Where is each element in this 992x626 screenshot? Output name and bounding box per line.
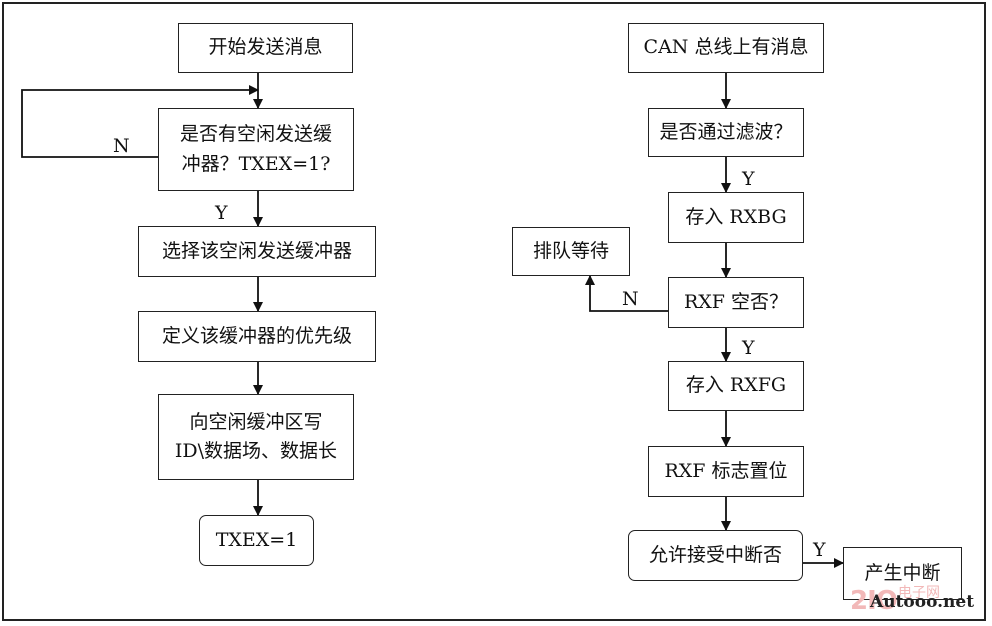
allow-interrupt-box: 允许接受中断否 xyxy=(628,530,803,581)
define-priority-text: 定义该缓冲器的优先级 xyxy=(161,324,352,347)
txex-done-box: TXEX=1 xyxy=(199,515,314,566)
rxf-y-label: Y xyxy=(742,337,755,359)
generate-interrupt-text: 产生中断 xyxy=(864,561,941,584)
write-buffer-box: 向空闲缓冲区写 ID\数据场、数据长 xyxy=(158,394,354,480)
store-rxfg-text: 存入 RXFG xyxy=(685,374,787,397)
rxf-empty-box: RXF 空否？ xyxy=(668,277,804,328)
free-buffer-check-box: 是否有空闲发送缓 冲器？TXEX=1? xyxy=(158,108,354,191)
txex-done-text: TXEX=1 xyxy=(215,528,298,551)
queue-wait-box: 排队等待 xyxy=(512,227,630,276)
define-priority-box: 定义该缓冲器的优先级 xyxy=(138,311,376,362)
store-rxbg-text: 存入 RXBG xyxy=(685,205,787,228)
filter-y-label: Y xyxy=(742,168,755,190)
select-buffer-box: 选择该空闲发送缓冲器 xyxy=(138,226,376,277)
free-buffer-check-text: 是否有空闲发送缓 冲器？TXEX=1? xyxy=(179,123,332,175)
can-message-text: CAN 总线上有消息 xyxy=(643,36,809,59)
rxf-empty-text: RXF 空否？ xyxy=(683,290,789,313)
store-rxfg-box: 存入 RXFG xyxy=(668,361,804,411)
rxf-flag-box: RXF 标志置位 xyxy=(648,446,804,497)
store-rxbg-box: 存入 RXBG xyxy=(668,192,804,243)
write-buffer-text: 向空闲缓冲区写 ID\数据场、数据长 xyxy=(174,410,338,462)
watermark-cn: 电子网 xyxy=(898,585,940,601)
arrow-loop-n xyxy=(21,85,259,158)
arrow-rxf-to-queue xyxy=(585,275,668,312)
start-send-box: 开始发送消息 xyxy=(178,23,353,73)
queue-wait-text: 排队等待 xyxy=(532,239,609,262)
left-y-label: Y xyxy=(215,202,228,224)
rxf-flag-text: RXF 标志置位 xyxy=(664,459,788,482)
filter-check-box: 是否通过滤波？ xyxy=(648,108,804,157)
watermark-site: Autooo.net xyxy=(870,592,975,612)
can-message-box: CAN 总线上有消息 xyxy=(628,23,824,73)
site-watermark: 2IO 电子网 Autooo.net xyxy=(850,584,984,620)
allow-interrupt-text: 允许接受中断否 xyxy=(648,543,782,566)
start-send-text: 开始发送消息 xyxy=(208,36,323,59)
watermark-digits: 2IO xyxy=(850,586,898,616)
select-buffer-text: 选择该空闲发送缓冲器 xyxy=(161,239,352,262)
generate-interrupt-box: 产生中断 xyxy=(843,547,962,600)
left-n-label: N xyxy=(113,135,130,157)
rxf-n-label: N xyxy=(622,288,639,310)
interrupt-y-label: Y xyxy=(813,539,826,561)
filter-check-text: 是否通过滤波？ xyxy=(659,120,793,143)
